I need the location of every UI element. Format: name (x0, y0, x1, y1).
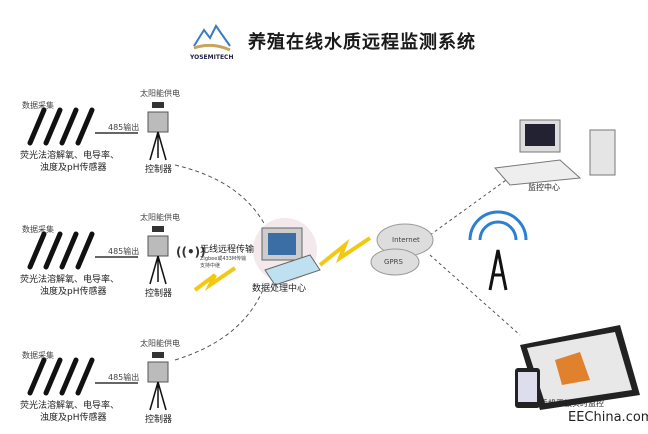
dashed-link-bottom (174, 291, 263, 361)
cloud-icon (370, 223, 434, 276)
dashed-link-monitor (429, 169, 521, 236)
signal-tower-icon (468, 210, 528, 291)
sensor-label-1: 荧光法溶解氧、电导率、 (20, 401, 120, 411)
cloud-gprs: GPRS (384, 258, 403, 266)
sensor-probe-icon (75, 231, 95, 270)
controller-label: 控制器 (145, 289, 173, 299)
output-label: 485输出 (108, 247, 140, 256)
tablet-icon (515, 325, 640, 410)
monitor-center-computer-icon (493, 119, 616, 186)
wireless-sub1: Zigbee或433M传输 (200, 256, 247, 262)
page-title: 养殖在线水质远程监测系统 (248, 32, 476, 53)
solar-controller-icon (147, 352, 169, 411)
sensor-probe-icon (27, 107, 47, 146)
output-label: 485输出 (108, 123, 140, 132)
dashed-link-top (174, 164, 266, 226)
solar-controller-icon (147, 102, 169, 161)
mobile-label: 手机平板实时监控 (540, 399, 604, 408)
watermark: EEChina.com (568, 410, 648, 425)
power-label: 太阳能供电 (140, 339, 180, 348)
wireless-title: 无线远程传输 (200, 245, 255, 255)
lightning-icon (193, 266, 237, 292)
solar-controller-icon (147, 226, 169, 285)
lightning-icon (318, 236, 372, 267)
power-label: 太阳能供电 (140, 213, 180, 222)
sensor-label-2: 浊度及pH传感器 (40, 413, 107, 423)
logo (192, 20, 232, 58)
controller-label: 控制器 (145, 415, 173, 425)
collect-label: 数据采集 (22, 225, 54, 234)
sensor-probe-icon (59, 231, 79, 270)
output-label: 485输出 (108, 373, 140, 382)
dashed-link-mobile (429, 254, 521, 336)
sensor-probe-icon (43, 357, 63, 396)
sensor-probe-icon (59, 357, 79, 396)
cloud-internet: Internet (392, 236, 420, 244)
sensor-label-1: 荧光法溶解氧、电导率、 (20, 275, 120, 285)
sensor-probe-icon (43, 107, 63, 146)
center-label: 数据处理中心 (252, 284, 307, 294)
controller-label: 控制器 (145, 165, 173, 175)
sensor-probe-icon (27, 231, 47, 270)
wireless-sub2: 支持中继 (200, 263, 221, 269)
sensor-probe-icon (27, 357, 47, 396)
sensor-label-1: 荧光法溶解氧、电导率、 (20, 151, 120, 161)
monitor-label: 监控中心 (528, 183, 560, 192)
sensor-probe-icon (59, 107, 79, 146)
sensor-label-2: 浊度及pH传感器 (40, 163, 107, 173)
antenna-icon: ((•)) (176, 245, 206, 259)
sensor-probe-icon (43, 231, 63, 270)
collect-label: 数据采集 (22, 351, 54, 360)
collect-label: 数据采集 (22, 101, 54, 110)
computer-icon (253, 218, 321, 286)
sensor-probe-icon (75, 357, 95, 396)
logo-text: YOSEMITECH (190, 54, 234, 61)
sensor-probe-icon (75, 107, 95, 146)
power-label: 太阳能供电 (140, 89, 180, 98)
sensor-label-2: 浊度及pH传感器 (40, 287, 107, 297)
